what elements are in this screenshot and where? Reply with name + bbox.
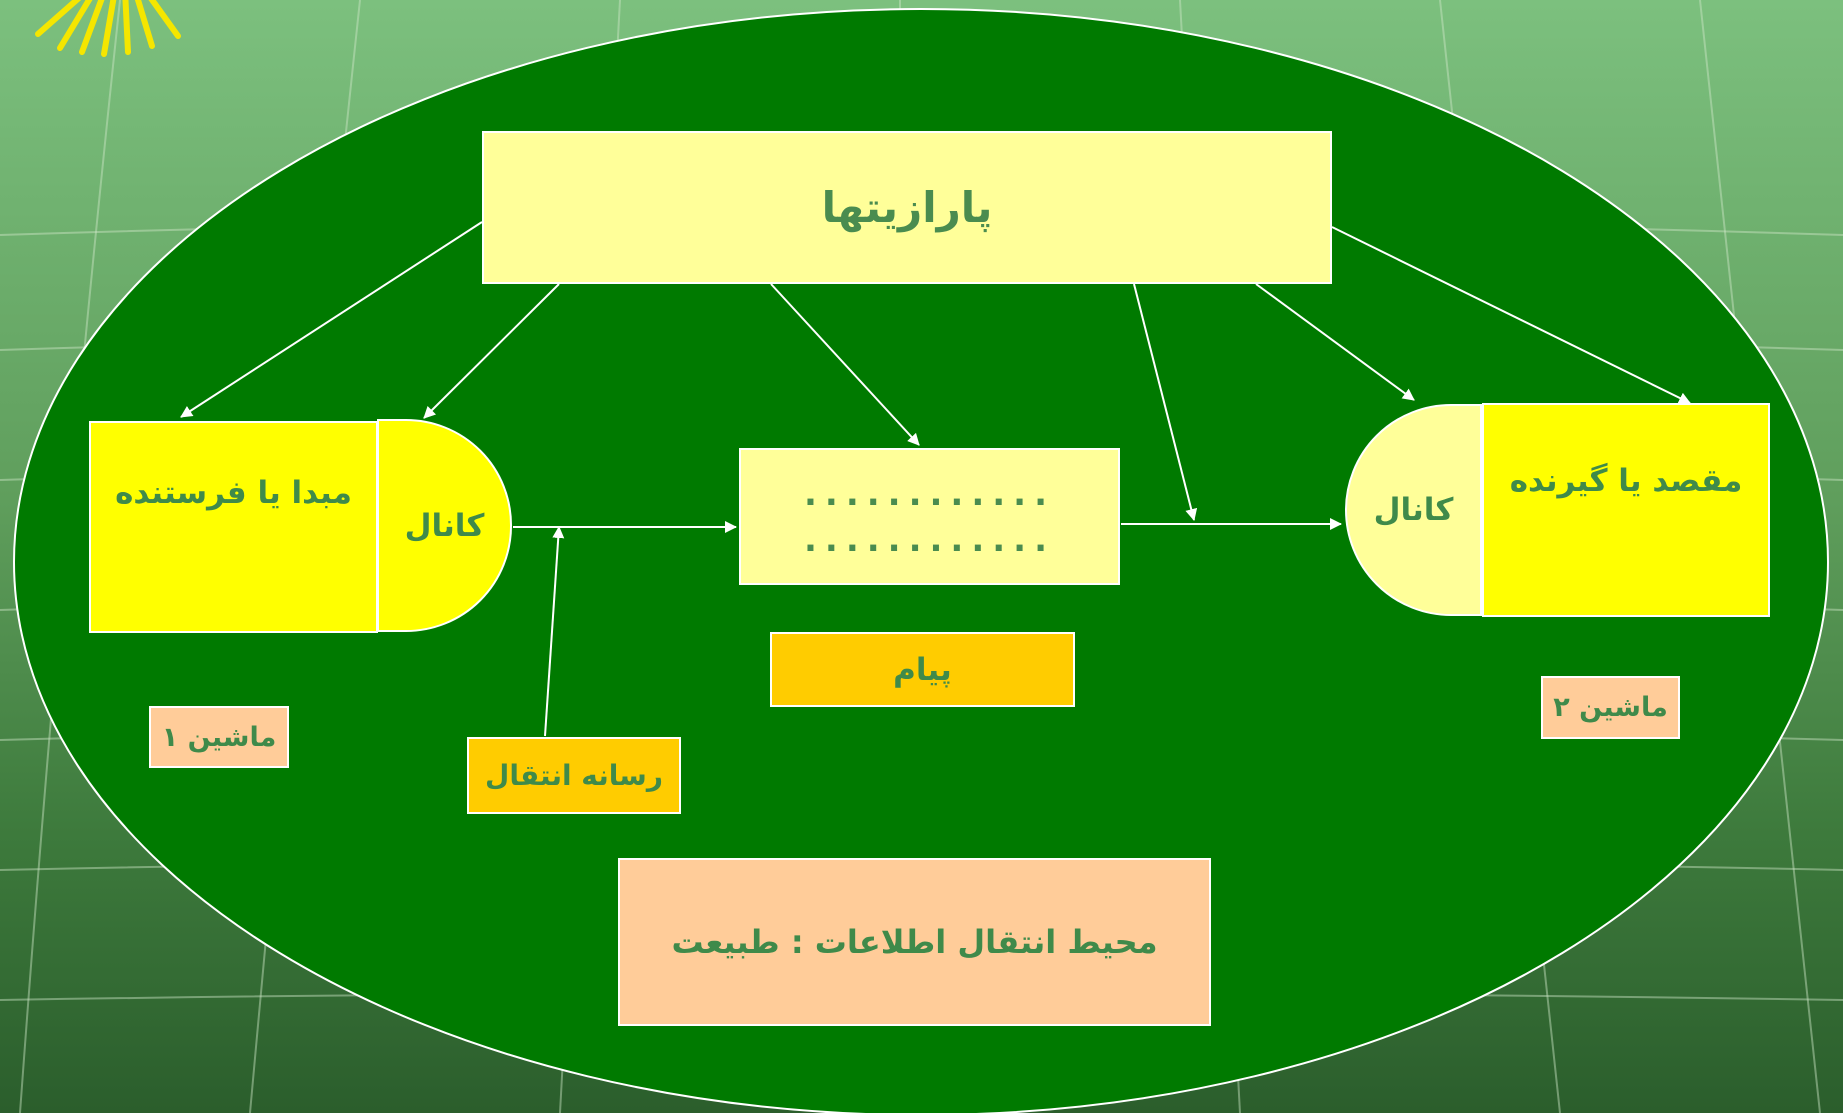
machine1-label: ماشین ۱ (161, 721, 277, 753)
message-box: ............ ............ (739, 448, 1120, 585)
arrow-parasites-to-source-channel (423, 283, 560, 419)
message-label: پیام (893, 651, 952, 688)
message-dots-line-2: ............ (804, 519, 1055, 560)
source-channel-label: کانال (404, 507, 485, 544)
arrow-parasites-to-source (180, 221, 483, 418)
arrow-parasites-to-destination (1331, 226, 1691, 404)
destination-box: مقصد یا گیرنده (1482, 403, 1770, 617)
sun-logo-icon (35, 0, 181, 57)
machine2-label: ماشین ۲ (1553, 692, 1668, 723)
arrow-parasites-to-message (770, 283, 920, 446)
transmission-medium-box: رسانه انتقال (467, 737, 681, 814)
source-label: مبدا یا فرستنده (115, 475, 352, 511)
destination-label: مقصد یا گیرنده (1509, 463, 1743, 499)
parasites-box: پارازیتها (482, 131, 1332, 284)
message-dots-line-1: ............ (804, 473, 1055, 514)
machine2-box: ماشین ۲ (1541, 676, 1680, 739)
arrow-parasites-to-medium (1133, 283, 1198, 521)
machine1-box: ماشین ۱ (149, 706, 289, 768)
arrow-parasites-to-destination-channel (1255, 283, 1415, 401)
source-box: مبدا یا فرستنده (89, 421, 378, 633)
destination-channel-label: کانال (1373, 492, 1454, 528)
parasites-label: پارازیتها (821, 183, 993, 232)
transmission-medium-label: رسانه انتقال (485, 759, 663, 792)
environment-box: محیط انتقال اطلاعات : طبیعت (618, 858, 1211, 1026)
arrow-medium-to-link (544, 526, 565, 737)
message-label-box: پیام (770, 632, 1075, 707)
environment-label: محیط انتقال اطلاعات : طبیعت (671, 923, 1158, 961)
